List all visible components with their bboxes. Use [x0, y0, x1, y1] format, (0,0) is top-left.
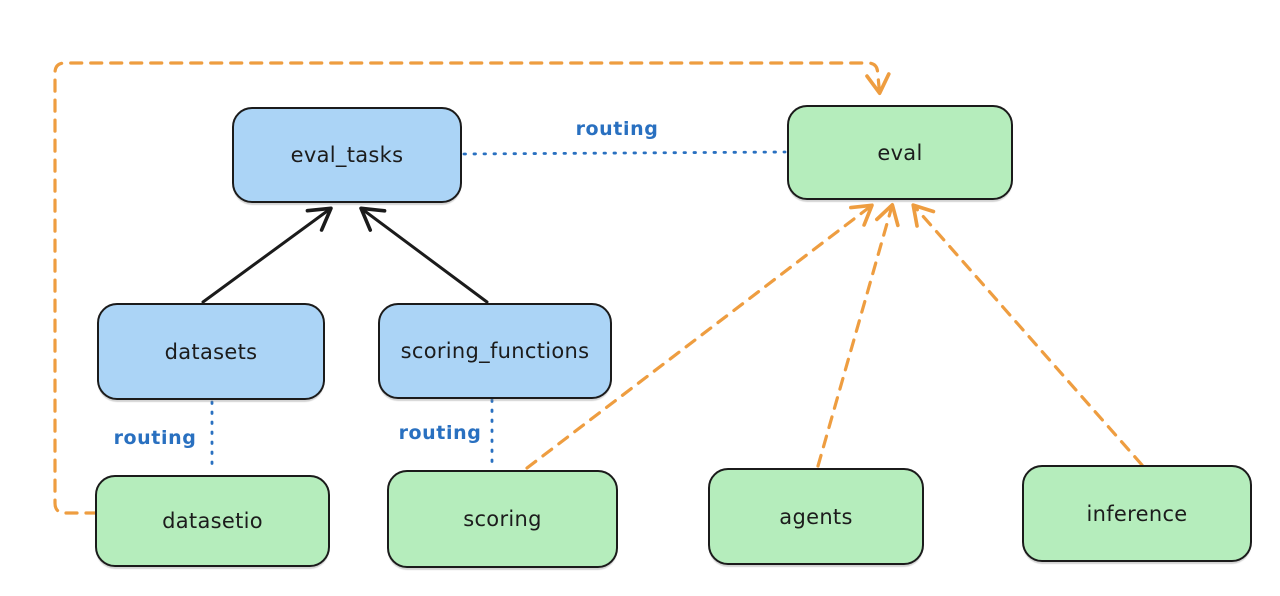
node-scoring-functions: scoring_functions [378, 303, 612, 399]
node-datasets: datasets [97, 303, 325, 400]
edge-datasetio-to-eval [53, 61, 891, 515]
edge-scoring-to-eval [525, 203, 874, 470]
edge-agents-to-eval [816, 203, 900, 468]
node-agents-label: agents [779, 504, 853, 529]
edge-eval-tasks-to-eval-routing [462, 150, 787, 156]
node-scoring-functions-label: scoring_functions [400, 339, 590, 363]
edge-inference-to-eval [911, 203, 1144, 467]
routing-label-left: routing [113, 427, 197, 449]
node-eval-tasks: eval_tasks [232, 107, 462, 203]
routing-label-top: routing [575, 118, 659, 140]
node-datasetio-label: datasetio [162, 509, 263, 533]
node-scoring-label: scoring [463, 507, 542, 531]
node-datasetio: datasetio [95, 475, 330, 567]
routing-label-middle: routing [398, 422, 482, 444]
edge-datasets-to-eval-tasks [201, 206, 333, 304]
node-eval: eval [787, 105, 1013, 200]
node-datasets-label: datasets [164, 339, 258, 364]
node-eval-tasks-label: eval_tasks [290, 143, 404, 167]
node-agents: agents [708, 468, 924, 565]
node-inference: inference [1022, 465, 1252, 562]
node-eval-label: eval [877, 140, 923, 165]
edge-scoring-functions-to-eval-tasks [359, 206, 489, 304]
node-scoring: scoring [387, 470, 618, 568]
node-inference-label: inference [1086, 501, 1188, 526]
